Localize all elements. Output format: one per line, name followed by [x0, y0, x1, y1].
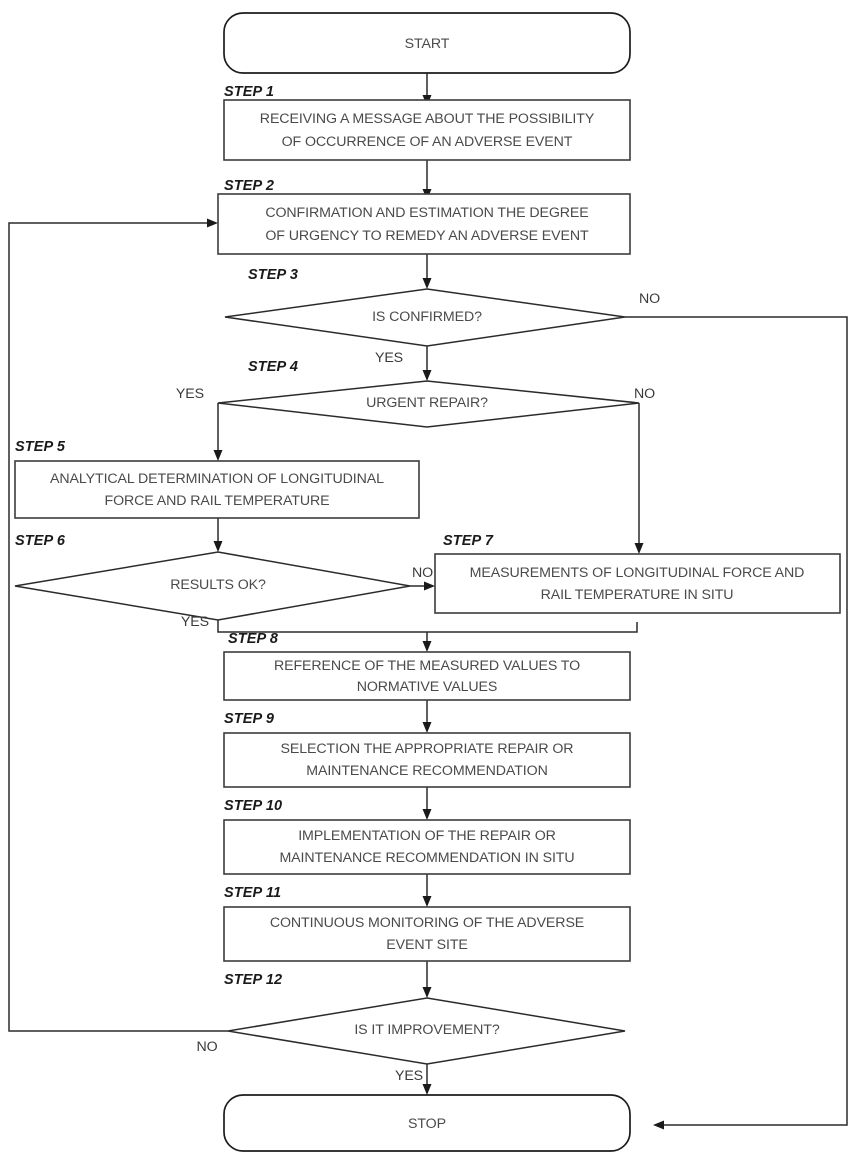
branch-label-step12-yes: YES — [395, 1068, 423, 1084]
step5-line1: ANALYTICAL DETERMINATION OF LONGITUDINAL — [50, 471, 384, 487]
step9-shape — [223, 732, 631, 788]
arrowhead-step8 — [422, 641, 432, 652]
step5-line2: FORCE AND RAIL TEMPERATURE — [105, 493, 330, 509]
step7-line2: RAIL TEMPERATURE IN SITU — [541, 587, 734, 603]
arrowhead-step5 — [213, 450, 223, 461]
node-stop[interactable]: STOP — [223, 1094, 631, 1152]
step10-shape — [223, 819, 631, 875]
step8-shape — [223, 651, 631, 701]
step10-line1: IMPLEMENTATION OF THE REPAIR OR — [298, 828, 556, 844]
step9-line1: SELECTION THE APPROPRIATE REPAIR OR — [281, 741, 574, 757]
node-step11[interactable]: CONTINUOUS MONITORING OF THE ADVERSE EVE… — [223, 906, 631, 962]
step12-shape — [227, 997, 626, 1065]
branch-label-step6-no: NO — [412, 565, 433, 581]
arrowhead-step9 — [422, 722, 432, 733]
step2-line1: CONFIRMATION AND ESTIMATION THE DEGREE — [265, 205, 588, 221]
step-tag-1: STEP 1 — [224, 84, 274, 100]
step-tag-6: STEP 6 — [15, 533, 66, 549]
step2-line2: OF URGENCY TO REMEDY AN ADVERSE EVENT — [265, 228, 589, 244]
arrowhead-step3 — [422, 278, 432, 289]
step5-shape — [14, 460, 420, 519]
node-step7[interactable]: MEASUREMENTS OF LONGITUDINAL FORCE AND R… — [434, 553, 841, 614]
branch-label-step3-no: NO — [639, 291, 660, 307]
node-step8[interactable]: REFERENCE OF THE MEASURED VALUES TO NORM… — [223, 651, 631, 701]
node-step4[interactable]: URGENT REPAIR? — [217, 380, 640, 428]
step-tag-11: STEP 11 — [224, 885, 281, 901]
arrowhead-step7-top — [634, 543, 644, 554]
node-step3[interactable]: IS CONFIRMED? — [224, 288, 626, 347]
step7-line1: MEASUREMENTS OF LONGITUDINAL FORCE AND — [470, 565, 805, 581]
step1-line2: OF OCCURRENCE OF AN ADVERSE EVENT — [282, 134, 573, 150]
step-tag-7: STEP 7 — [443, 533, 494, 549]
step12-label: IS IT IMPROVEMENT? — [354, 1022, 500, 1038]
step-tag-2: STEP 2 — [224, 178, 274, 194]
step-tag-4: STEP 4 — [248, 359, 298, 375]
step11-line2: EVENT SITE — [386, 937, 468, 953]
step11-shape — [223, 906, 631, 962]
branch-label-step3-yes: YES — [375, 350, 403, 366]
node-step5[interactable]: ANALYTICAL DETERMINATION OF LONGITUDINAL… — [14, 460, 420, 519]
step-tag-10: STEP 10 — [224, 798, 282, 814]
branch-label-step6-yes: YES — [181, 614, 209, 630]
arrowhead-step2-left — [207, 218, 218, 228]
connector-step12-no-to-step2 — [8, 222, 228, 1032]
arrowhead-stop-top — [422, 1084, 432, 1095]
step10-line2: MAINTENANCE RECOMMENDATION IN SITU — [279, 850, 574, 866]
branch-label-step4-yes: YES — [176, 386, 204, 402]
connectors — [8, 73, 848, 1130]
arrowhead-step11 — [422, 896, 432, 907]
stop-shape — [223, 1094, 631, 1152]
connector-step6-yes-to-step8 — [217, 620, 427, 633]
step-tag-9: STEP 9 — [224, 711, 274, 727]
arrowhead-step10 — [422, 809, 432, 820]
arrowhead-step7-left — [424, 581, 435, 591]
step-tag-12: STEP 12 — [224, 972, 282, 988]
step7-shape — [434, 553, 841, 614]
node-step9[interactable]: SELECTION THE APPROPRIATE REPAIR OR MAIN… — [223, 732, 631, 788]
connector-step7-to-step8 — [427, 622, 638, 633]
branch-label-step4-no: NO — [634, 386, 655, 402]
node-step2[interactable]: CONFIRMATION AND ESTIMATION THE DEGREE O… — [217, 193, 631, 255]
step-tag-5: STEP 5 — [15, 439, 66, 455]
step11-line1: CONTINUOUS MONITORING OF THE ADVERSE — [270, 915, 584, 931]
stop-label: STOP — [408, 1116, 446, 1132]
branch-label-step12-no: NO — [196, 1039, 217, 1055]
step3-label: IS CONFIRMED? — [372, 309, 482, 325]
arrowhead-stop-right — [653, 1120, 664, 1130]
arrowhead-step6 — [213, 541, 223, 552]
step8-line1: REFERENCE OF THE MEASURED VALUES TO — [274, 658, 580, 674]
node-start[interactable]: START — [223, 12, 631, 74]
node-step6[interactable]: RESULTS OK? — [14, 551, 411, 621]
step6-label: RESULTS OK? — [170, 577, 266, 593]
arrowhead-step12 — [422, 987, 432, 998]
connector-step3-no-to-stop — [625, 316, 848, 1126]
node-step12[interactable]: IS IT IMPROVEMENT? — [227, 997, 626, 1065]
step8-line2: NORMATIVE VALUES — [357, 679, 498, 695]
step1-shape — [223, 99, 631, 161]
node-step10[interactable]: IMPLEMENTATION OF THE REPAIR OR MAINTENA… — [223, 819, 631, 875]
step9-line2: MAINTENANCE RECOMMENDATION — [306, 763, 547, 779]
step4-shape — [217, 380, 640, 428]
step-tag-3: STEP 3 — [248, 267, 298, 283]
step4-label: URGENT REPAIR? — [366, 395, 488, 411]
step3-shape — [224, 288, 626, 347]
start-label: START — [405, 36, 450, 52]
arrowhead-step4 — [422, 370, 432, 381]
node-step1[interactable]: RECEIVING A MESSAGE ABOUT THE POSSIBILIT… — [223, 99, 631, 161]
start-shape — [223, 12, 631, 74]
step6-shape — [14, 551, 411, 621]
step-tag-8: STEP 8 — [228, 631, 279, 647]
step2-shape — [217, 193, 631, 255]
step1-line1: RECEIVING A MESSAGE ABOUT THE POSSIBILIT… — [260, 111, 595, 127]
